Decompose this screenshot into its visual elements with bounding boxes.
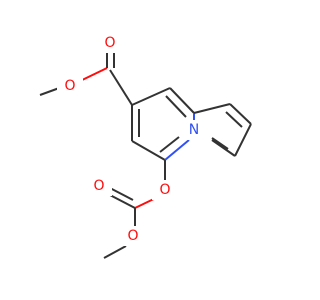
bond-pyrrole-c3-c3a: [211, 139, 236, 157]
bond-ring-c7-c8: [131, 87, 171, 106]
nitrogen-atom-label: N: [189, 122, 199, 138]
bond-ring-c8-c8a: [169, 87, 195, 114]
atom-label-bg: [181, 120, 207, 140]
atom-label-bg: [97, 33, 123, 53]
bond-ring-c6-c5: [131, 140, 166, 161]
oxygen-atom-label: O: [127, 228, 138, 244]
bond-carbonate-carbon-to-oxygen-double: [107, 186, 134, 201]
bond-pyrrole-c1-c2: [229, 103, 252, 125]
bond-ring-c8-c8a-double: [165, 95, 187, 118]
bond-pyrrole-c8a-c1: [193, 103, 231, 114]
oxygen-atom-label: O: [159, 182, 170, 198]
bond-pyrrole-c2-c3: [234, 123, 252, 157]
molecule-structure-diagram: O O N O O O: [39, 33, 252, 259]
bond-pyrrole-c3-c3a-double: [211, 137, 229, 150]
bond-carbonyl-to-ring: [109, 69, 133, 106]
atom-label-bg: [86, 176, 112, 196]
bond-carbonate-ether-oxygen-to-methyl: [103, 245, 127, 259]
atom-label-bg: [57, 76, 83, 96]
oxygen-atom-label: O: [93, 178, 104, 194]
bond-ring-c5-c5-double: [159, 136, 180, 153]
atom-label-bg: [152, 180, 178, 200]
bond-ring-c5-n: [164, 139, 190, 161]
atom-label-bg: [120, 226, 146, 246]
oxygen-atom-label: O: [104, 35, 115, 51]
bond-carbonate-carbon-to-oxygen: [107, 193, 136, 209]
bond-pyrrole-c1-c2-double: [225, 111, 243, 128]
oxygen-atom-label: O: [64, 78, 75, 94]
